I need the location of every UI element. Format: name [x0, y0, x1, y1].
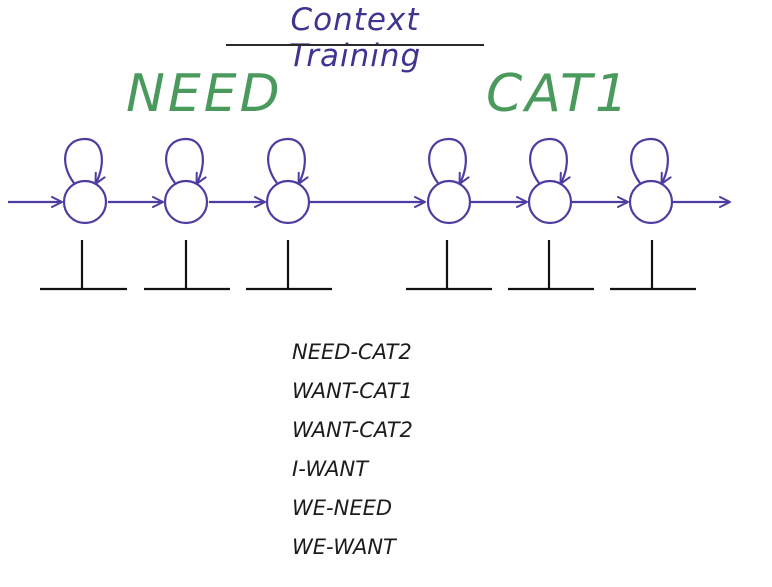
self-loop-arrow: [428, 137, 470, 185]
state-5: [527, 137, 573, 225]
self-loop-arrow: [64, 137, 106, 185]
self-loop-arrow: [630, 137, 672, 185]
observation-stand-3: [246, 240, 332, 291]
state-node: [62, 179, 108, 225]
context-item: WE-WANT: [292, 535, 396, 559]
observation-stand-5: [508, 240, 594, 291]
context-list: NEED-CAT2 WANT-CAT1 WANT-CAT2 I-WANT WE-…: [292, 333, 413, 567]
state-4: [426, 137, 472, 225]
state-6: [628, 137, 674, 225]
self-loop-arrow: [165, 137, 207, 185]
context-item: WANT-CAT2: [292, 418, 413, 442]
word-label-right: CAT1: [486, 64, 631, 124]
observation-stand-6: [610, 240, 696, 291]
state-node: [426, 179, 472, 225]
observation-stand-4: [406, 240, 492, 291]
state-node: [265, 179, 311, 225]
word-label-left: NEED: [126, 64, 283, 124]
self-loop-arrow: [529, 137, 571, 185]
context-item: NEED-CAT2: [292, 340, 412, 364]
state-node: [628, 179, 674, 225]
state-node: [163, 179, 209, 225]
self-loop-arrow: [267, 137, 309, 185]
context-item: WE-NEED: [292, 496, 393, 520]
context-item: WANT-CAT1: [292, 379, 413, 403]
state-3: [265, 137, 311, 225]
title-underline: [226, 44, 484, 46]
observation-stand-2: [144, 240, 230, 291]
observation-stand-1: [40, 240, 127, 291]
state-1: [62, 137, 108, 225]
state-2: [163, 137, 209, 225]
state-node: [527, 179, 573, 225]
context-item: I-WANT: [292, 457, 369, 481]
